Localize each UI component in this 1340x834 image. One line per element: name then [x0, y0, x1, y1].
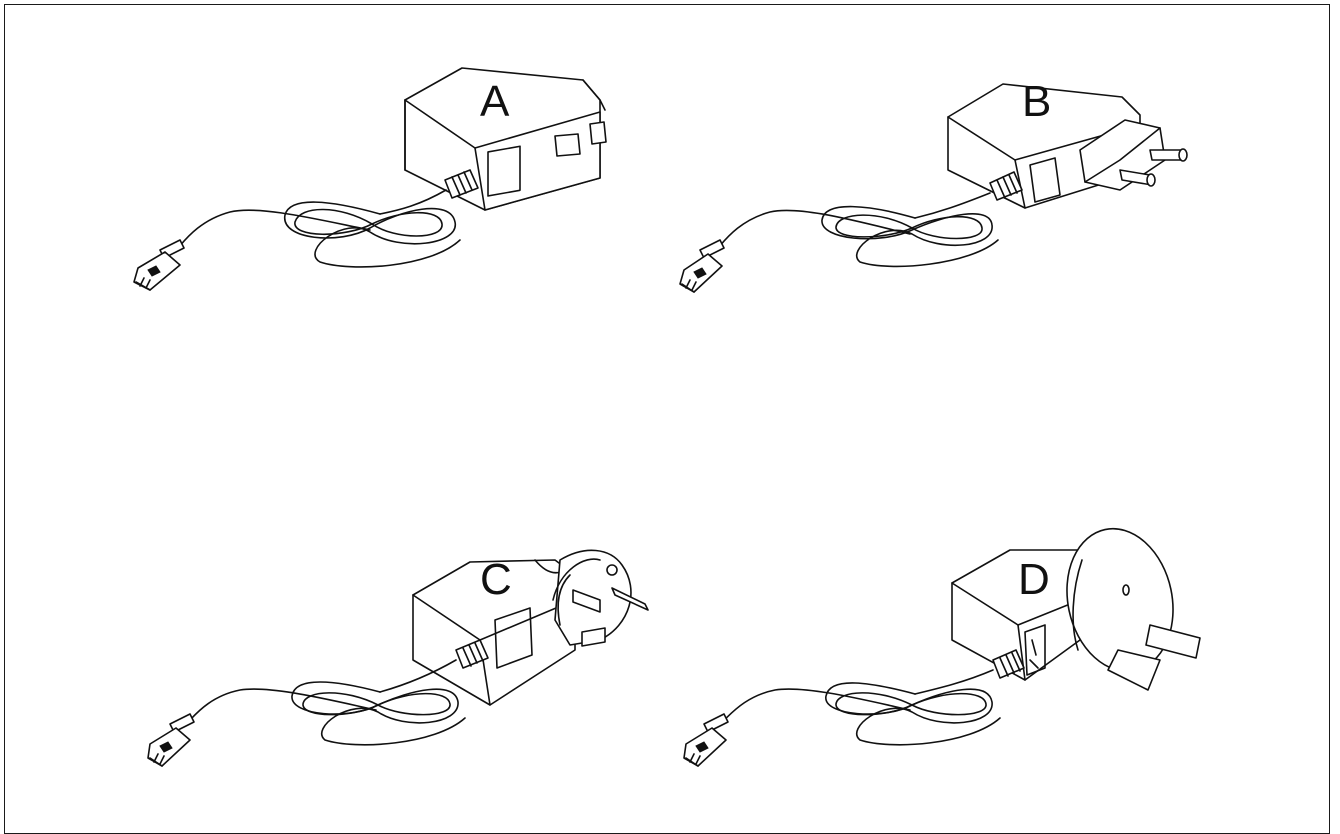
label-a: A — [480, 77, 510, 126]
adapter-a-us-plug-illustration — [133, 67, 607, 291]
adapter-c-uk-plug-illustration — [147, 549, 649, 767]
label-b: B — [1022, 77, 1052, 126]
adapter-b-euro-plug-illustration — [679, 83, 1188, 293]
label-c: C — [480, 555, 512, 604]
adapter-d-au-plug-illustration — [683, 527, 1201, 767]
label-d: D — [1018, 555, 1050, 604]
